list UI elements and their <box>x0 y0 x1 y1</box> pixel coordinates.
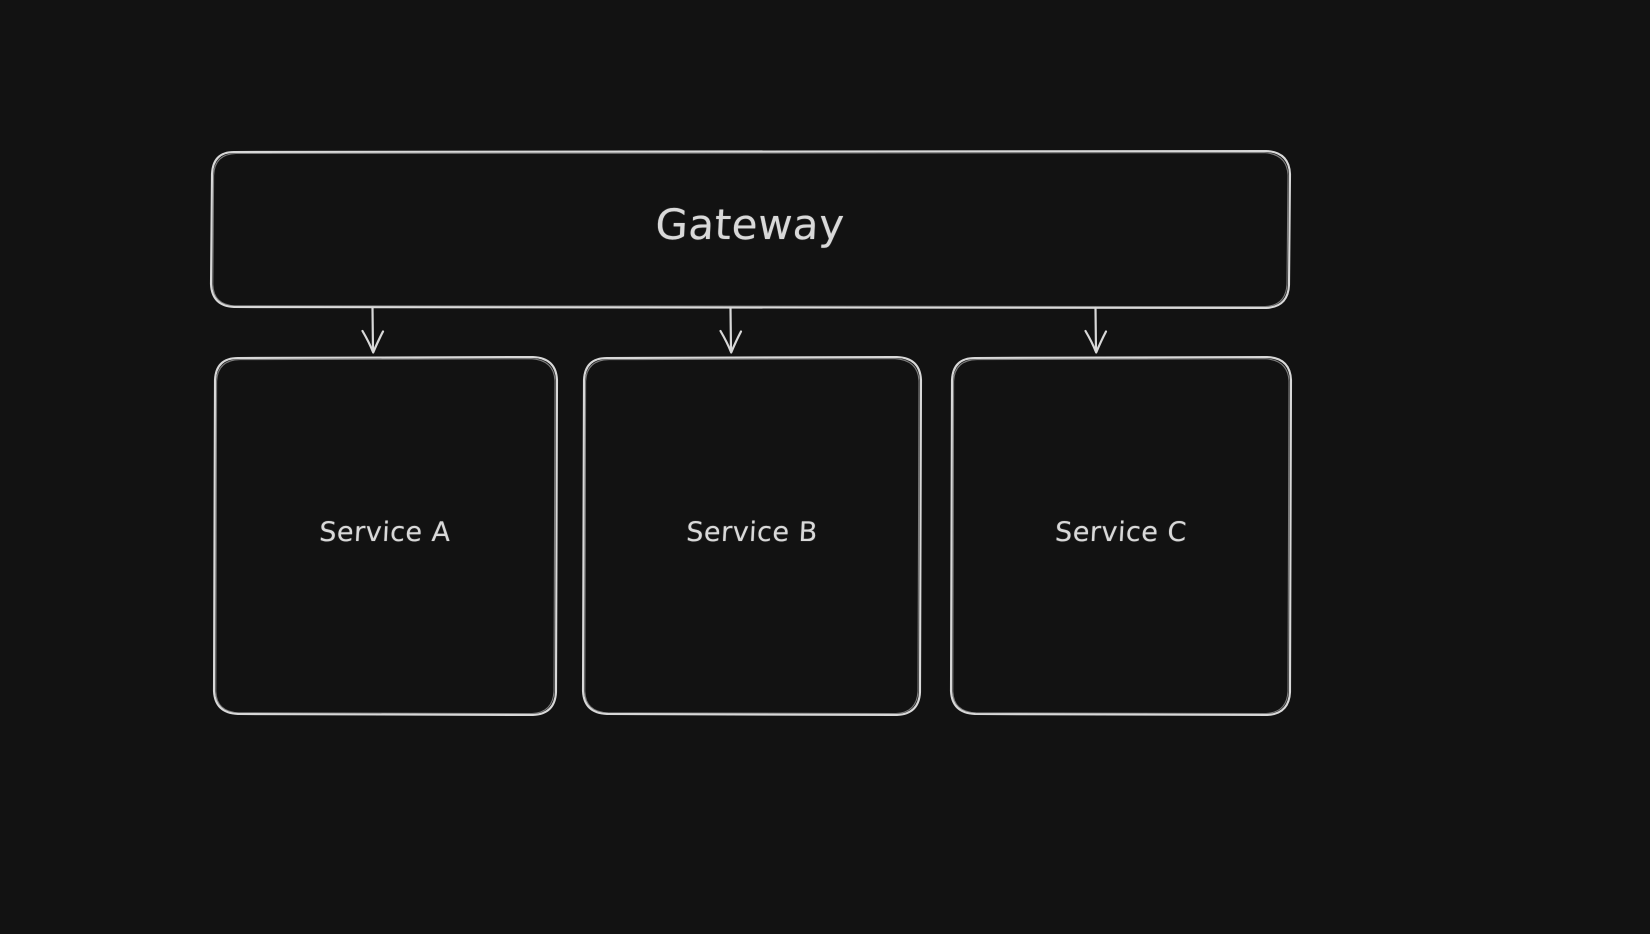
edge-gateway-to-service-a[interactable] <box>361 306 385 354</box>
edge-line <box>729 306 733 353</box>
service-b-box-outline-pass2 <box>584 358 920 715</box>
edge-line <box>371 306 375 353</box>
arrowhead-icon <box>719 329 743 354</box>
node-gateway[interactable] <box>209 149 1292 310</box>
node-service-a[interactable] <box>212 355 559 717</box>
arrowhead-icon <box>1084 329 1108 354</box>
edge-line <box>1094 306 1098 353</box>
service-a-box-outline <box>212 355 559 717</box>
node-service-c[interactable] <box>949 355 1293 717</box>
service-a-box-outline-pass2 <box>215 358 556 715</box>
service-c-box-outline <box>949 355 1293 717</box>
node-service-b[interactable] <box>581 355 923 717</box>
edge-gateway-to-service-c[interactable] <box>1084 306 1108 354</box>
service-c-box-outline-pass2 <box>952 358 1290 715</box>
gateway-box-outline-pass2 <box>212 152 1289 308</box>
edge-gateway-to-service-b[interactable] <box>719 306 743 354</box>
node-label-gateway: Gateway <box>654 200 846 249</box>
node-label-service-c: Service C <box>1054 517 1188 548</box>
service-b-box-outline <box>581 355 923 717</box>
node-label-service-a: Service A <box>318 517 452 548</box>
node-label-service-b: Service B <box>685 517 819 548</box>
gateway-box-outline <box>209 149 1292 310</box>
arrowhead-icon <box>361 329 385 354</box>
